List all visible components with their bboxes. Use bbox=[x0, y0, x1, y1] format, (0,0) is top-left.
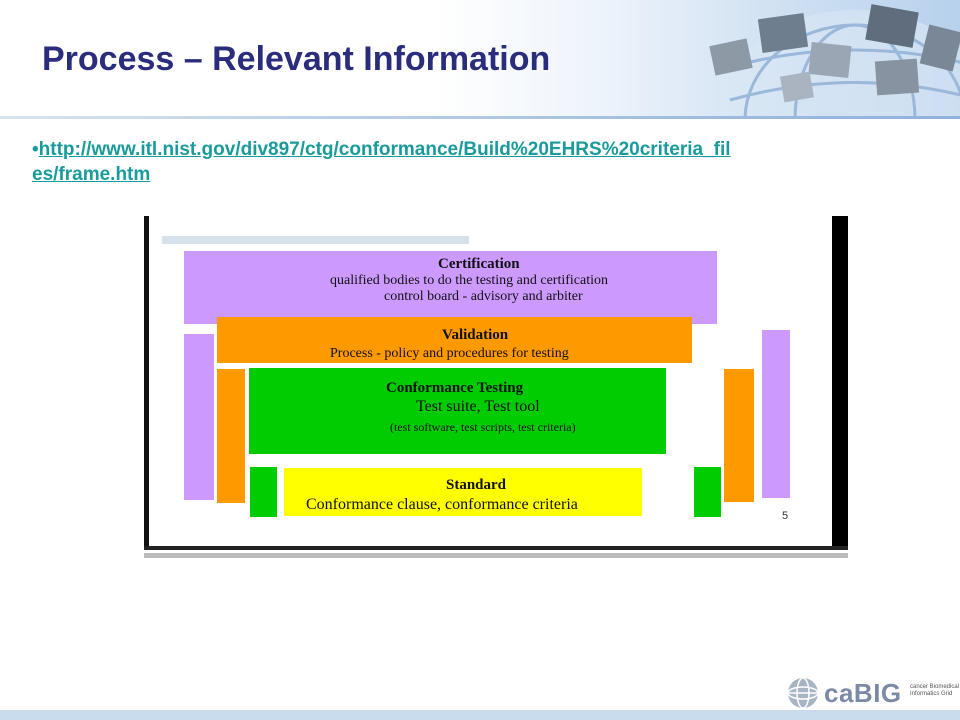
validation-line-1: Process - policy and procedures for test… bbox=[330, 346, 569, 361]
standard-heading: Standard bbox=[446, 477, 507, 493]
bullet-marker: • bbox=[32, 139, 39, 160]
certification-left-pillar bbox=[184, 334, 214, 500]
validation-box bbox=[217, 317, 692, 363]
diagram-right-border bbox=[832, 216, 848, 558]
standard-box bbox=[284, 468, 642, 516]
diagram-top-bar bbox=[162, 236, 469, 244]
conformance-diagram: Certification qualified bodies to do the… bbox=[144, 216, 848, 558]
diagram-left-border bbox=[144, 216, 149, 558]
conformance-testing-line-2: (test software, test scripts, test crite… bbox=[390, 420, 576, 434]
nist-link[interactable]: http://www.itl.nist.gov/div897/ctg/confo… bbox=[32, 139, 731, 185]
standard-line-1: Conformance clause, conformance criteria bbox=[306, 496, 578, 513]
diagram-page-number: 5 bbox=[782, 510, 789, 522]
link-line-2: es/frame.htm bbox=[32, 164, 151, 185]
conformance-testing-heading: Conformance Testing bbox=[386, 380, 524, 396]
cabig-logo-text: caBIG bbox=[824, 678, 902, 708]
certification-heading: Certification bbox=[438, 256, 520, 272]
cabig-logo-tagline: cancer Biomedical Informatics Grid bbox=[910, 684, 960, 697]
validation-right-pillar bbox=[724, 369, 754, 502]
link-line-1: http://www.itl.nist.gov/div897/ctg/confo… bbox=[38, 139, 731, 160]
cabig-globe-icon bbox=[787, 677, 819, 709]
cabig-logo: caBIG cancer Biomedical Informatics Grid bbox=[786, 676, 959, 710]
header-divider bbox=[0, 116, 960, 119]
footer-band bbox=[0, 710, 960, 720]
validation-heading: Validation bbox=[442, 327, 509, 343]
conformance-testing-line-1: Test suite, Test tool bbox=[416, 398, 540, 415]
conformance-right-pillar bbox=[694, 467, 721, 517]
certification-line-2: control board - advisory and arbiter bbox=[384, 289, 583, 304]
conformance-left-pillar bbox=[250, 467, 277, 517]
diagram-bottom-border bbox=[144, 546, 848, 558]
certification-line-1: qualified bodies to do the testing and c… bbox=[330, 273, 608, 288]
link-list-item: •http://www.itl.nist.gov/div897/ctg/conf… bbox=[32, 137, 932, 187]
conformance-testing-box bbox=[249, 368, 666, 454]
globe-decoration bbox=[709, 4, 960, 116]
certification-right-pillar bbox=[762, 330, 790, 498]
certification-box bbox=[184, 251, 717, 324]
slide-title: Process – Relevant Information bbox=[42, 40, 551, 78]
validation-left-pillar bbox=[217, 369, 245, 503]
